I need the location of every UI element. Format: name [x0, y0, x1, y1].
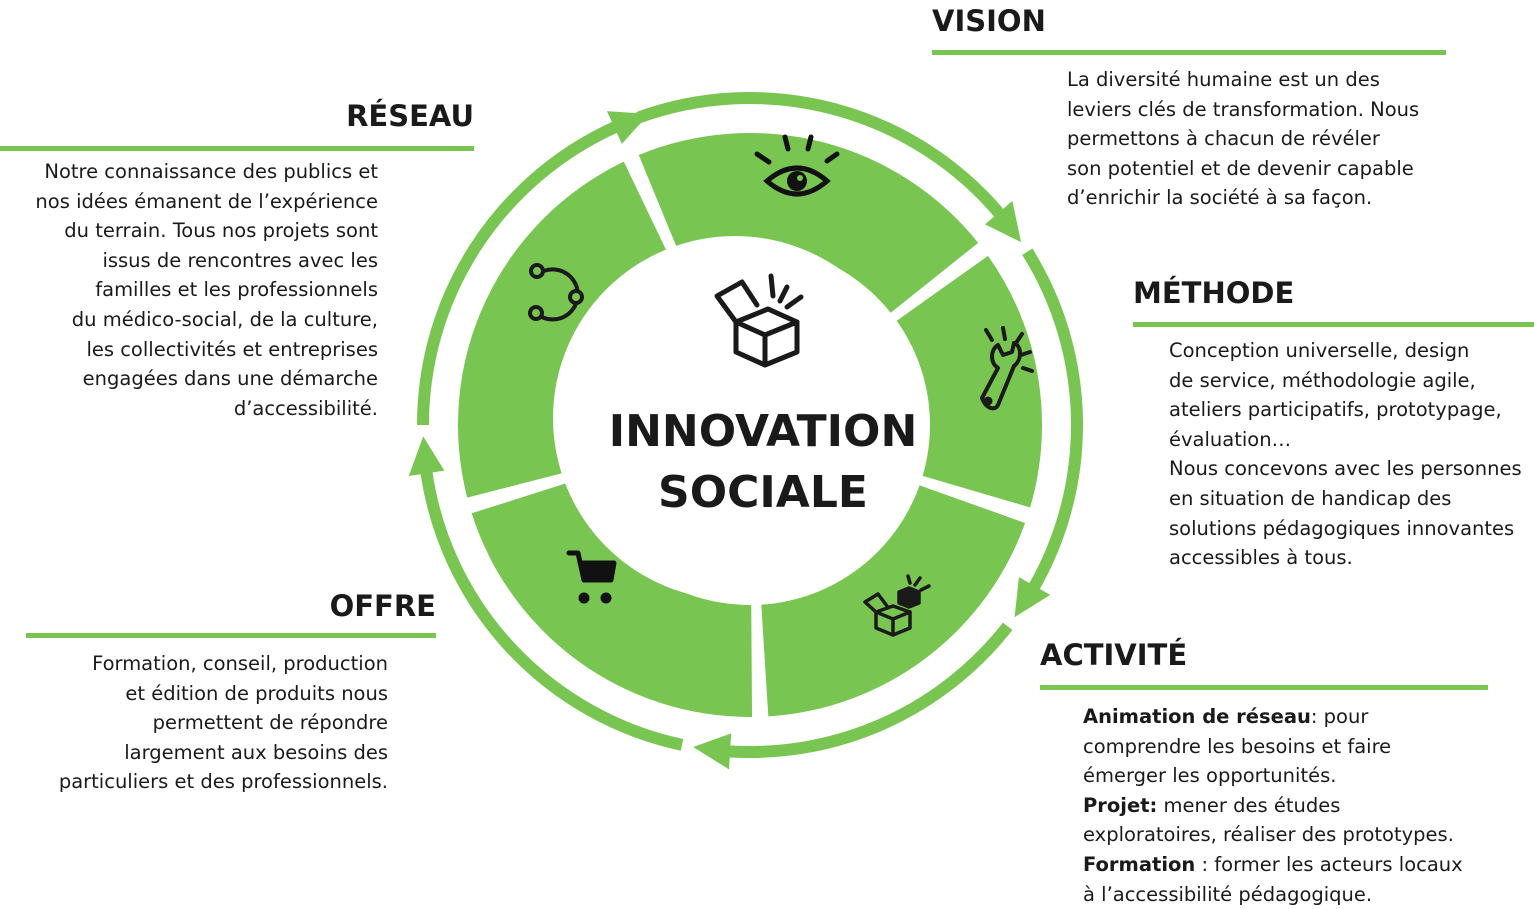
activite-line: émerger les opportunités. [1083, 764, 1337, 788]
offre-title: OFFRE [329, 589, 436, 623]
segment-ring [457, 133, 1042, 717]
cart-icon [566, 550, 617, 604]
vision-line: permettons à chacun de révéler [1067, 127, 1380, 151]
activite-label: Animation de réseau [1083, 705, 1311, 728]
reseau-line: du médico-social, de la culture, [71, 307, 378, 331]
vision-text: La diversité humaine est un des leviers … [1067, 65, 1419, 213]
center-title-line2: SOCIALE [658, 467, 868, 518]
methode-line: de service, méthodologie agile, [1169, 368, 1476, 392]
cycle-arrows [408, 92, 1083, 770]
cycle-arrowhead-2 [1014, 577, 1051, 618]
cycle-arrow-2 [1022, 248, 1083, 592]
center-title-line1: INNOVATION [609, 406, 918, 457]
network-icon [528, 263, 584, 322]
vision-title: VISION [932, 4, 1046, 38]
reseau-line: les collectivités et entreprises [86, 337, 378, 361]
reseau-line: Notre connaissance des publics et [44, 160, 378, 183]
methode-line: en situation de handicap des [1169, 486, 1452, 510]
reseau-title: RÉSEAU [346, 99, 474, 133]
activite-line: exploratoires, réaliser des prototypes. [1083, 823, 1454, 847]
methode-line: accessibles à tous. [1169, 546, 1353, 570]
activite-line: Projet: mener des études [1083, 793, 1341, 817]
methode-title: MÉTHODE [1133, 276, 1295, 310]
methode-rule [1133, 322, 1534, 327]
segment-activité [761, 485, 1026, 717]
vision-line: d’enrichir la société à sa façon. [1067, 186, 1373, 210]
cycle-arrowhead-3 [693, 733, 732, 770]
center-circle [553, 236, 917, 600]
methode-line: Conception universelle, design [1169, 339, 1470, 362]
activite-line: à l’accessibilité pédagogique. [1083, 882, 1373, 906]
offre-line: particuliers et des professionnels. [58, 770, 388, 794]
reseau-text: Notre connaissance des publics et nos id… [35, 157, 378, 423]
activite-line: Animation de réseau: pour [1083, 705, 1369, 728]
segment-offre [471, 479, 753, 717]
reseau-line: nos idées émanent de l’expérience [35, 189, 378, 213]
reseau-line: du terrain. Tous nos projets sont [64, 219, 378, 243]
vision-line: leviers clés de transformation. Nous [1067, 97, 1420, 121]
segment-vision [638, 133, 979, 313]
vision-line: son potentiel et de devenir capable [1067, 156, 1414, 180]
offre-line: Formation, conseil, production [92, 652, 388, 675]
methode-line: Nous concevons avec les personnes [1169, 457, 1522, 481]
reseau-line: issus de rencontres avec les [102, 248, 378, 272]
offre-rule [26, 633, 436, 638]
cycle-arrowhead-5 [606, 111, 649, 144]
vision-rule [932, 50, 1446, 55]
segment-méthode [896, 255, 1042, 508]
open-box-icon [714, 273, 804, 368]
methode-line: ateliers participatifs, prototypage, [1169, 398, 1502, 422]
reseau-rule [0, 146, 474, 151]
cycle-arrow-5 [417, 120, 620, 426]
activite-line: Formation : former les acteurs locaux [1083, 852, 1463, 876]
activite-rule [1040, 685, 1488, 690]
offre-text: Formation, conseil, production et éditio… [59, 649, 388, 797]
methode-line: solutions pédagogiques innovantes [1169, 516, 1515, 540]
reseau-line: engagées dans une démarche [82, 367, 378, 391]
offre-line: largement aux besoins des [124, 740, 388, 764]
vision-line: La diversité humaine est un des [1067, 68, 1380, 91]
cycle-arrow-3 [726, 622, 1013, 758]
activite-text: Animation de réseau: pour comprendre les… [1083, 702, 1463, 909]
eye-icon [754, 134, 840, 197]
offre-line: permettent de répondre [152, 711, 388, 735]
activite-line: comprendre les besoins et faire [1083, 734, 1392, 758]
methode-text: Conception universelle, design de servic… [1169, 336, 1522, 573]
cycle-arrow-1 [636, 92, 1006, 219]
methode-line: évaluation… [1169, 427, 1292, 451]
cycle-arrow-4 [420, 469, 684, 751]
activite-label: Formation [1083, 852, 1196, 876]
boxes-icon [863, 574, 931, 637]
activite-title: ACTIVITÉ [1040, 638, 1188, 672]
cycle-arrowhead-4 [408, 436, 445, 476]
reseau-line: familles et les professionnels [95, 278, 378, 302]
wrench-icon [980, 326, 1034, 411]
segment-réseau [457, 161, 673, 498]
cycle-arrowhead-1 [984, 200, 1022, 243]
activite-label: Projet: [1083, 793, 1158, 817]
reseau-line: d’accessibilité. [233, 396, 378, 420]
offre-line: et édition de produits nous [125, 681, 388, 705]
